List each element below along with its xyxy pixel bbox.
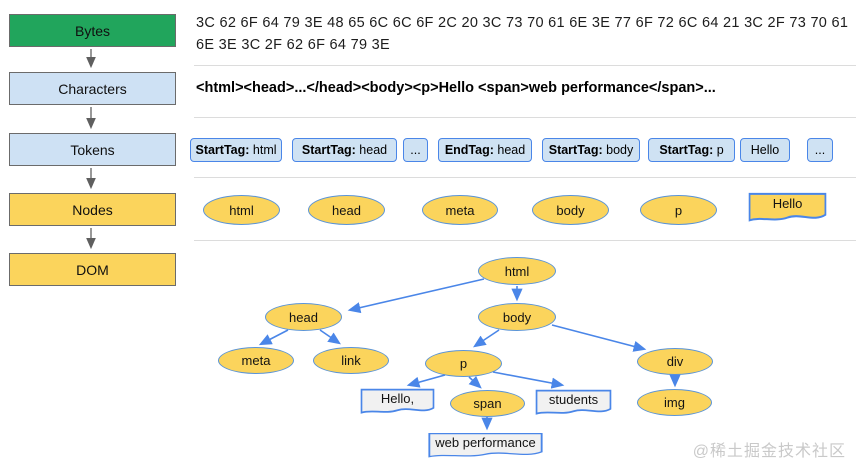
arrow-body-to-p (473, 329, 500, 348)
tree-node-hello-text: Hello, (360, 388, 435, 415)
arrow-p-to-hello (406, 374, 446, 388)
token-ellipsis: ... (403, 138, 428, 162)
characters-markup-text: <html><head>...</head><body><p>Hello <sp… (196, 80, 716, 96)
tree-node-link: link (313, 347, 389, 374)
token-value: head (355, 143, 388, 157)
stage-tokens: Tokens (9, 133, 176, 166)
stage-characters: Characters (9, 72, 176, 105)
token-kind: StartTag: (548, 143, 603, 157)
bytes-hex-line1: 3C 62 6F 64 79 3E 48 65 6C 6C 6F 2C 20 3… (196, 15, 849, 31)
token-value: Hello (750, 143, 780, 157)
node-p: p (640, 195, 717, 225)
stage-dom: DOM (9, 253, 176, 286)
node-head: head (308, 195, 385, 225)
tree-node-html: html (478, 257, 556, 285)
token-kind: StartTag: (659, 143, 714, 157)
token-kind: EndTag: (444, 143, 494, 157)
tree-node-meta: meta (218, 347, 294, 374)
token-kind: StartTag: (301, 143, 356, 157)
node-hello-text: Hello (748, 192, 827, 223)
row-separator (194, 117, 856, 118)
tree-node-students-text: students (535, 389, 612, 416)
token-starttag-html: StartTag: html (190, 138, 282, 162)
document-shape (428, 432, 543, 458)
stage-bytes: Bytes (9, 14, 176, 47)
arrow-p-to-students (492, 371, 565, 389)
token-ellipsis: ... (807, 138, 833, 162)
arrow-body-to-div (551, 324, 647, 352)
token-value: p (713, 143, 724, 157)
arrow-head-to-link (319, 329, 341, 345)
node-label: students (548, 392, 599, 407)
token-endtag-head: EndTag: head (438, 138, 532, 162)
node-label: Hello (772, 196, 803, 211)
tree-node-head: head (265, 303, 342, 331)
row-separator (194, 65, 856, 66)
token-value: head (493, 143, 526, 157)
token-starttag-p: StartTag: p (648, 138, 735, 162)
row-separator (194, 240, 856, 241)
bytes-hex-line2: 6E 3E 3C 2F 62 6F 64 79 3E (196, 37, 390, 53)
tree-node-webperformance-text: web performance (427, 432, 544, 459)
node-label: web performance (435, 435, 536, 450)
token-value: ... (814, 143, 826, 157)
node-meta: meta (422, 195, 498, 225)
token-hello: Hello (740, 138, 790, 162)
document-shape (535, 389, 612, 415)
token-value: ... (410, 143, 421, 157)
token-starttag-head: StartTag: head (292, 138, 397, 162)
arrow-html-to-head (347, 278, 485, 314)
tree-node-span: span (450, 390, 525, 417)
document-shape (360, 388, 435, 414)
node-html: html (203, 195, 280, 225)
arrow-p-to-span (468, 375, 482, 389)
document-shape (748, 192, 827, 222)
tree-node-p: p (425, 350, 502, 377)
token-starttag-body: StartTag: body (542, 138, 640, 162)
tree-node-body: body (478, 303, 556, 331)
token-value: html (249, 143, 277, 157)
token-kind: StartTag: (195, 143, 250, 157)
bytes-hex-text: 3C 62 6F 64 79 3E 48 65 6C 6C 6F 2C 20 3… (196, 12, 848, 56)
watermark: @稀土掘金技术社区 (692, 443, 846, 460)
node-body: body (532, 195, 609, 225)
token-value: body (602, 143, 634, 157)
stage-nodes: Nodes (9, 193, 176, 226)
row-separator (194, 177, 856, 178)
tree-node-div: div (637, 348, 713, 375)
node-label: Hello, (380, 391, 415, 406)
arrow-head-to-meta (258, 329, 289, 346)
tree-node-img: img (637, 389, 712, 416)
